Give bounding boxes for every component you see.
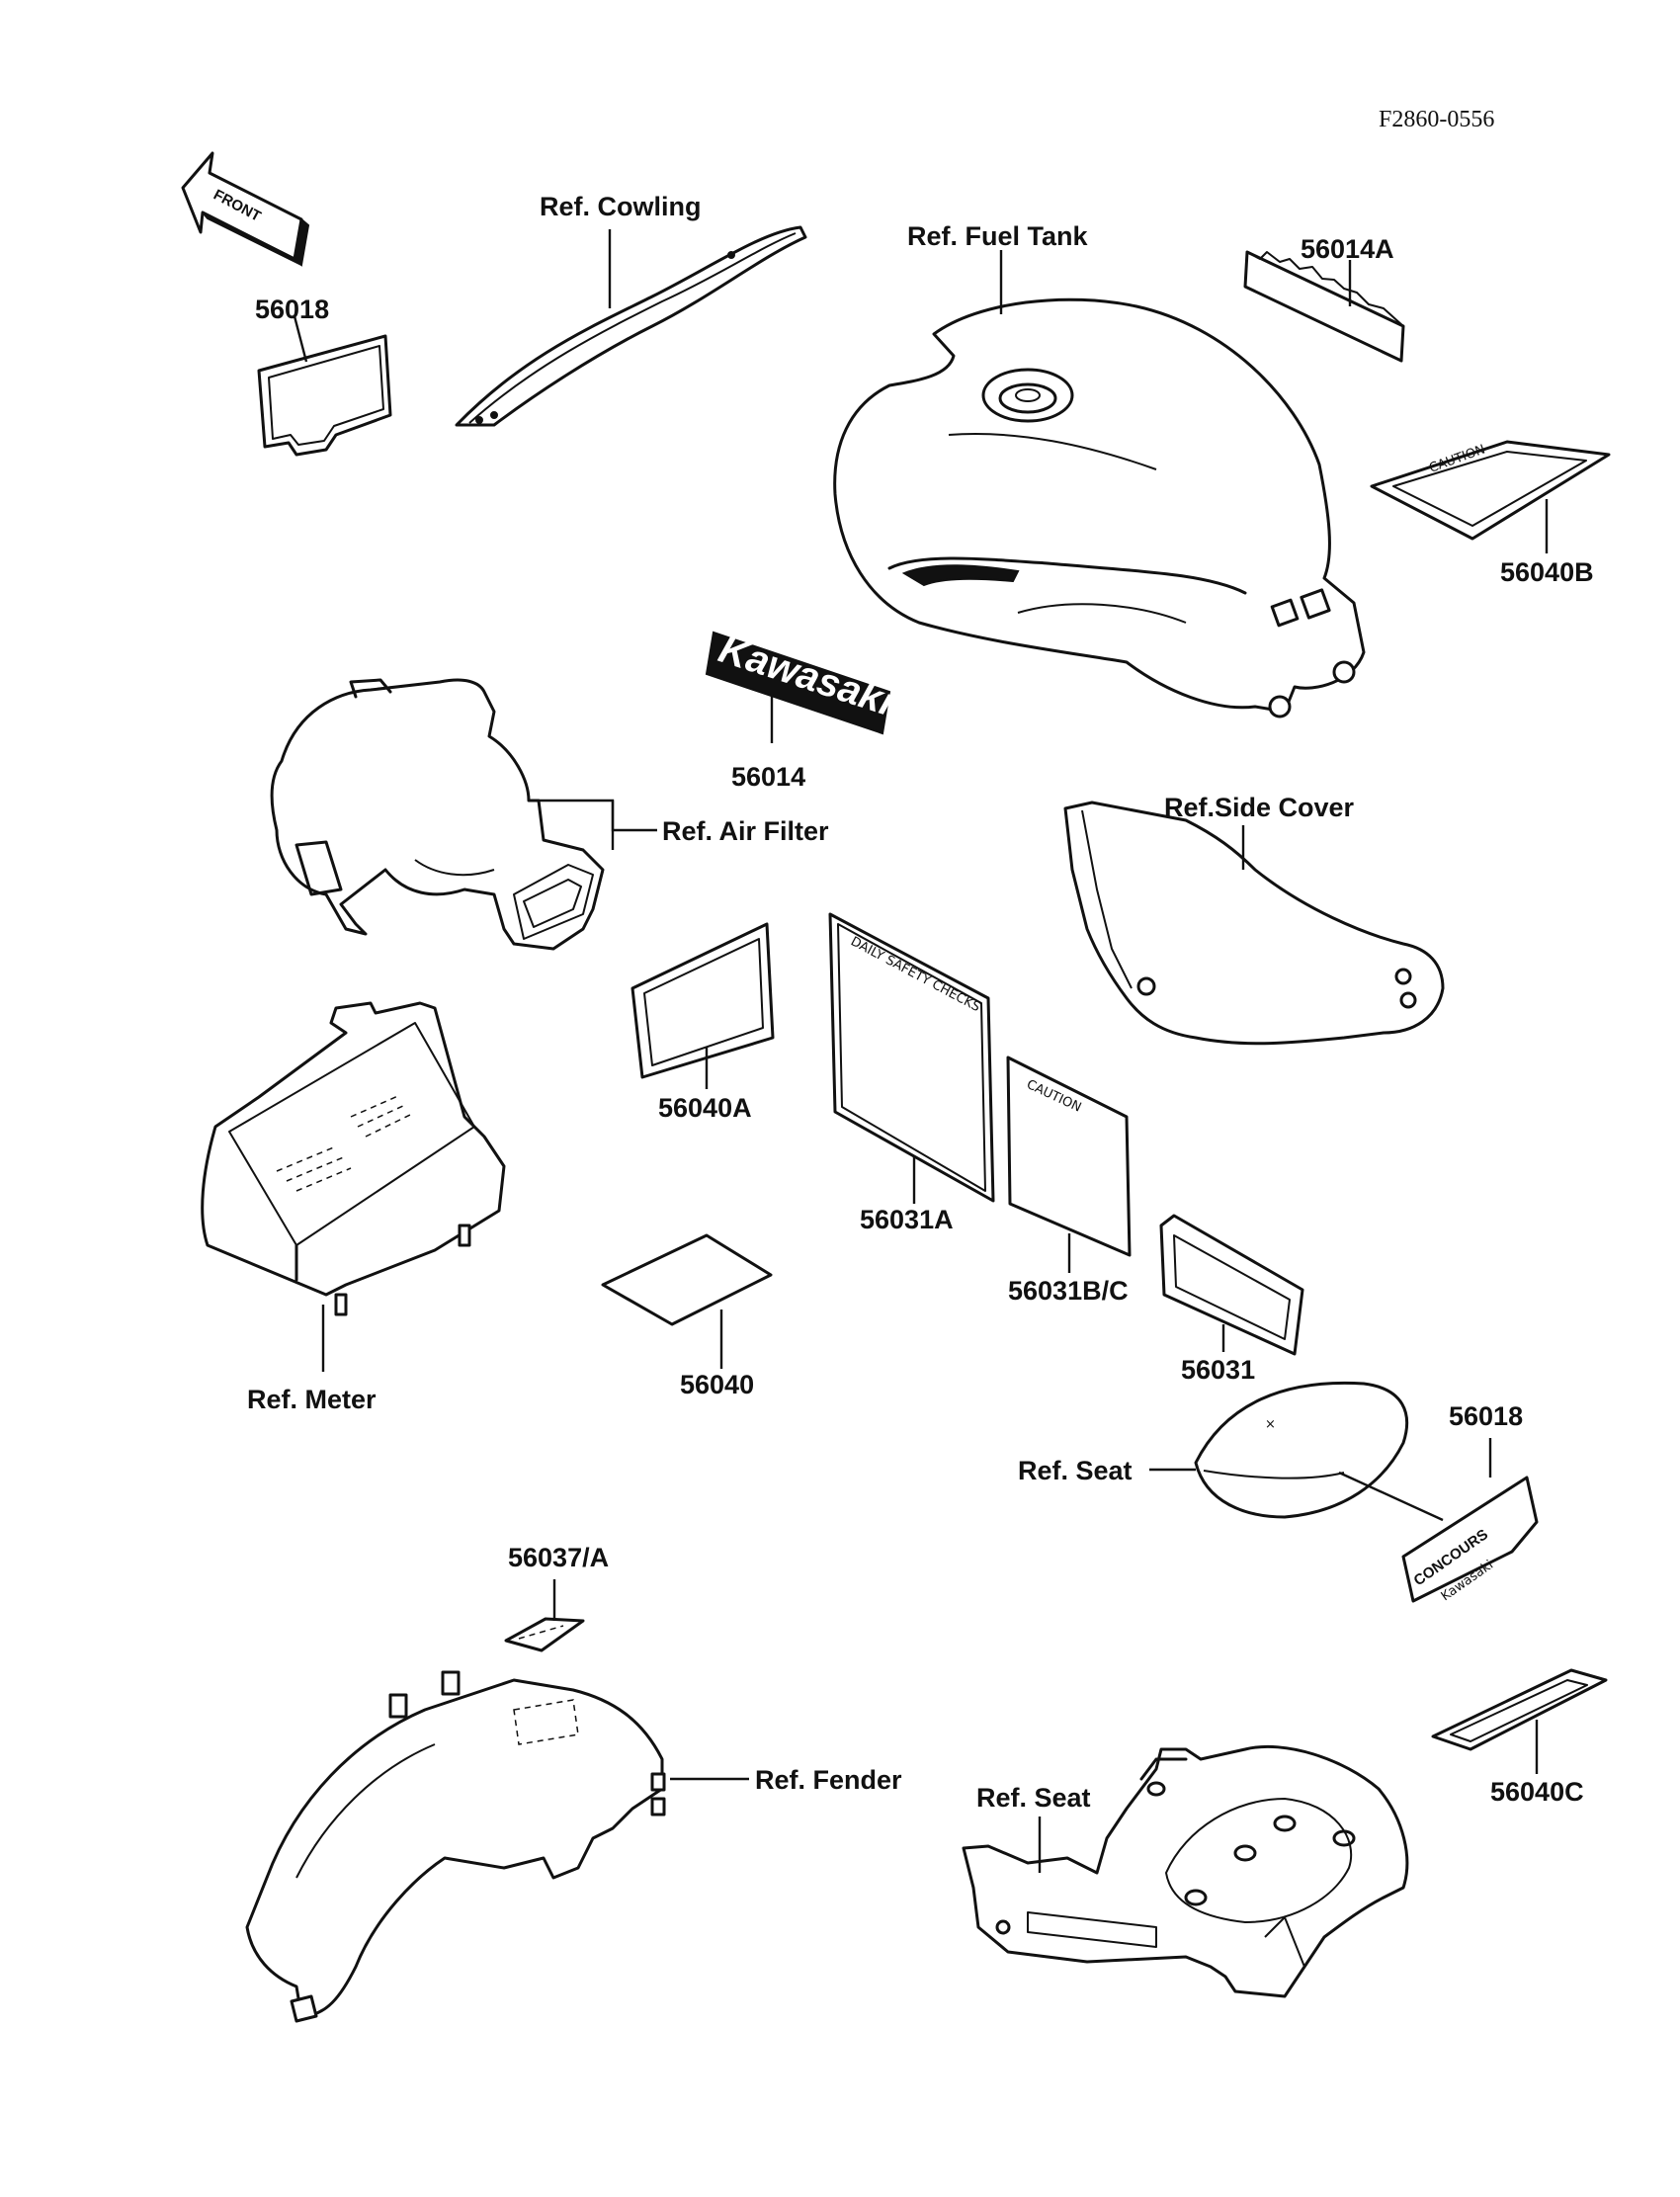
- svg-text:×: ×: [1265, 1417, 1276, 1432]
- front-arrow-icon: FRONT: [181, 151, 310, 267]
- decal-56040A: 56040A: [630, 922, 775, 1123]
- label-56040C: 56040C: [1490, 1777, 1584, 1807]
- label-56040: 56040: [680, 1370, 754, 1399]
- label-air-filter: Ref. Air Filter: [662, 816, 829, 846]
- label-fender: Ref. Fender: [755, 1765, 902, 1795]
- decal-56031A: DAILY SAFETY CHECKS 56031A: [828, 912, 995, 1234]
- label-56018-right: 56018: [1449, 1401, 1523, 1431]
- meter-ref: Ref. Meter: [201, 1001, 506, 1414]
- label-56040B: 56040B: [1500, 557, 1594, 587]
- label-56014: 56014: [731, 762, 805, 792]
- label-meter: Ref. Meter: [247, 1385, 377, 1414]
- decal-56018-top: 56018: [255, 295, 392, 457]
- label-56031: 56031: [1181, 1355, 1255, 1385]
- label-seat-upper: Ref. Seat: [1018, 1456, 1133, 1485]
- fuel-tank-ref: Ref. Fuel Tank: [833, 221, 1366, 718]
- decal-56040: 56040: [601, 1233, 773, 1399]
- seat-lower-ref: Ref. Seat: [962, 1744, 1409, 1998]
- decal-56040B: CAUTION 56040B: [1370, 440, 1611, 587]
- side-cover-ref: Ref.Side Cover: [1063, 793, 1445, 1046]
- kawasaki-logo-text: Kawasaki: [714, 628, 899, 724]
- decal-56031BC: CAUTION 56031B/C: [1006, 1056, 1132, 1306]
- label-side-cover: Ref.Side Cover: [1164, 793, 1355, 822]
- label-56037A: 56037/A: [508, 1543, 609, 1572]
- decal-56031: 56031: [1159, 1214, 1304, 1385]
- fender-ref: Ref. Fender: [245, 1670, 902, 2023]
- seat-upper-ref: × Ref. Seat: [1018, 1381, 1409, 1519]
- label-56014A: 56014A: [1301, 234, 1394, 264]
- label-cowling: Ref. Cowling: [540, 192, 702, 221]
- label-56040A: 56040A: [658, 1093, 752, 1123]
- label-56031BC: 56031B/C: [1008, 1276, 1129, 1306]
- label-fuel-tank: Ref. Fuel Tank: [907, 221, 1089, 251]
- decal-56037A: 56037/A: [504, 1543, 609, 1652]
- drawing-code: F2860-0556: [1379, 107, 1494, 132]
- air-filter-ref: Ref. Air Filter: [270, 678, 829, 951]
- decal-56040C: 56040C: [1431, 1668, 1608, 1807]
- cowling-ref: Ref. Cowling: [455, 192, 807, 427]
- decal-56014A: 56014A: [1243, 234, 1405, 363]
- label-seat-lower: Ref. Seat: [976, 1783, 1091, 1813]
- label-56031A: 56031A: [860, 1205, 954, 1234]
- label-56018-top: 56018: [255, 295, 329, 324]
- decal-56014-kawasaki: Kawasaki 56014: [705, 628, 899, 792]
